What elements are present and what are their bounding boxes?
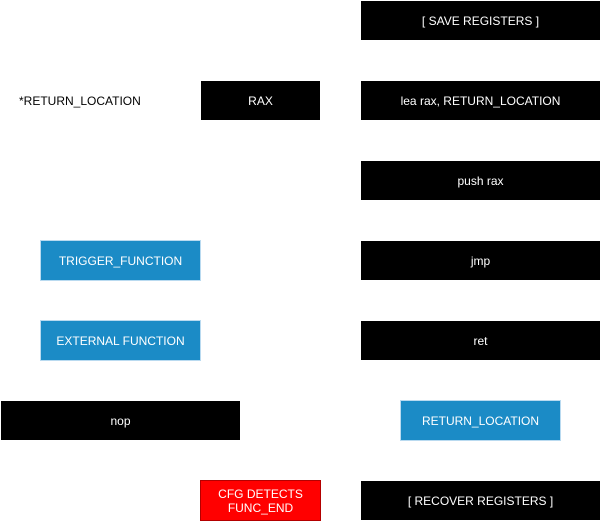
return-location-label: RETURN_LOCATION — [421, 413, 540, 428]
external-function-box: EXTERNAL FUNCTION — [40, 320, 201, 361]
return-location-pointer-text: *RETURN_LOCATION — [19, 93, 141, 108]
trigger-function-label: TRIGGER_FUNCTION — [58, 253, 183, 268]
recover-registers-label: [ RECOVER REGISTERS ] — [407, 493, 554, 508]
return-location-pointer-label: *RETURN_LOCATION — [19, 81, 141, 120]
return-location-box: RETURN_LOCATION — [400, 400, 561, 441]
push-instruction-label: push rax — [457, 173, 504, 188]
save-registers-label: [ SAVE REGISTERS ] — [421, 13, 540, 28]
push-instruction-box: push rax — [361, 161, 600, 200]
cfg-detects-box: CFG DETECTS FUNC_END — [200, 480, 321, 521]
recover-registers-box: [ RECOVER REGISTERS ] — [361, 481, 600, 520]
lea-instruction-label: lea rax, RETURN_LOCATION — [400, 93, 561, 108]
nop-instruction-label: nop — [110, 413, 131, 428]
save-registers-box: [ SAVE REGISTERS ] — [361, 1, 600, 40]
ret-instruction-box: ret — [361, 321, 600, 360]
nop-instruction-box: nop — [1, 401, 240, 440]
jmp-instruction-box: jmp — [361, 241, 600, 280]
lea-instruction-box: lea rax, RETURN_LOCATION — [361, 81, 600, 120]
rax-register-box: RAX — [201, 81, 320, 120]
rax-register-label: RAX — [248, 93, 273, 108]
ret-instruction-label: ret — [473, 333, 488, 348]
external-function-label: EXTERNAL FUNCTION — [56, 333, 185, 348]
cfg-detects-label: CFG DETECTS FUNC_END — [218, 486, 303, 515]
jmp-instruction-label: jmp — [470, 253, 491, 268]
trigger-function-box: TRIGGER_FUNCTION — [40, 240, 201, 281]
